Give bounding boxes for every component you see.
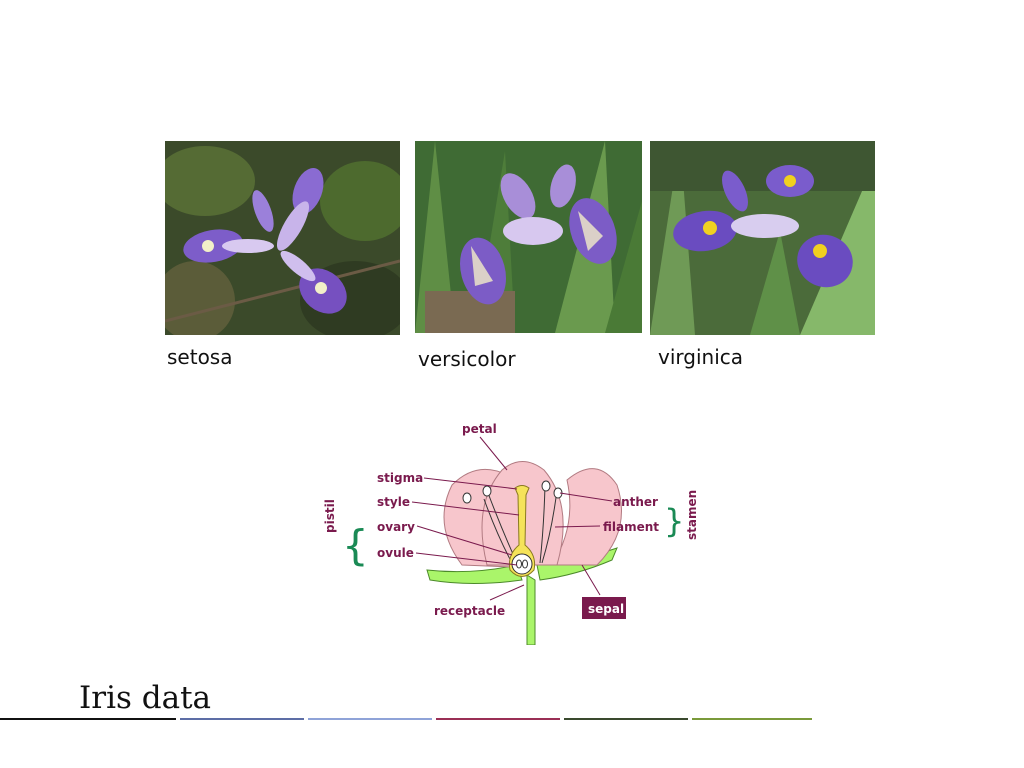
- label-ovule: ovule: [377, 546, 414, 560]
- photo-iris-virginica: [650, 141, 875, 335]
- caption-versicolor: versicolor: [418, 347, 516, 371]
- label-petal: petal: [462, 422, 497, 436]
- pistil-brace: {: [342, 521, 369, 570]
- footer-rule-6: [692, 718, 812, 720]
- slide-title: Iris data: [79, 680, 212, 716]
- photo-iris-versicolor: [415, 141, 642, 333]
- label-anther: anther: [613, 495, 658, 509]
- label-ovary: ovary: [377, 520, 415, 534]
- photo-iris-setosa: [165, 141, 400, 335]
- label-pistil: pistil: [323, 499, 337, 533]
- label-style: style: [377, 495, 410, 509]
- label-sepal: sepal: [588, 602, 624, 616]
- footer-rule-1: [0, 718, 176, 720]
- stamen-brace: }: [664, 502, 684, 540]
- stem: [526, 574, 536, 645]
- sepal-left: [426, 564, 523, 584]
- sepal-badge: [582, 597, 626, 619]
- label-stigma: stigma: [377, 471, 423, 485]
- flower-anatomy-diagram: petal stigma style ovary ovule receptacl…: [312, 415, 712, 645]
- label-filament: filament: [603, 520, 659, 534]
- caption-setosa: setosa: [167, 345, 233, 369]
- label-receptacle: receptacle: [434, 604, 505, 618]
- footer-rule-4: [436, 718, 560, 720]
- footer-rule-5: [564, 718, 688, 720]
- petal-right: [551, 468, 622, 566]
- footer-rule-3: [308, 718, 432, 720]
- pistil-shape: [508, 485, 536, 577]
- footer-rule-2: [180, 718, 304, 720]
- label-stamen: stamen: [685, 490, 699, 540]
- caption-virginica: virginica: [658, 345, 743, 369]
